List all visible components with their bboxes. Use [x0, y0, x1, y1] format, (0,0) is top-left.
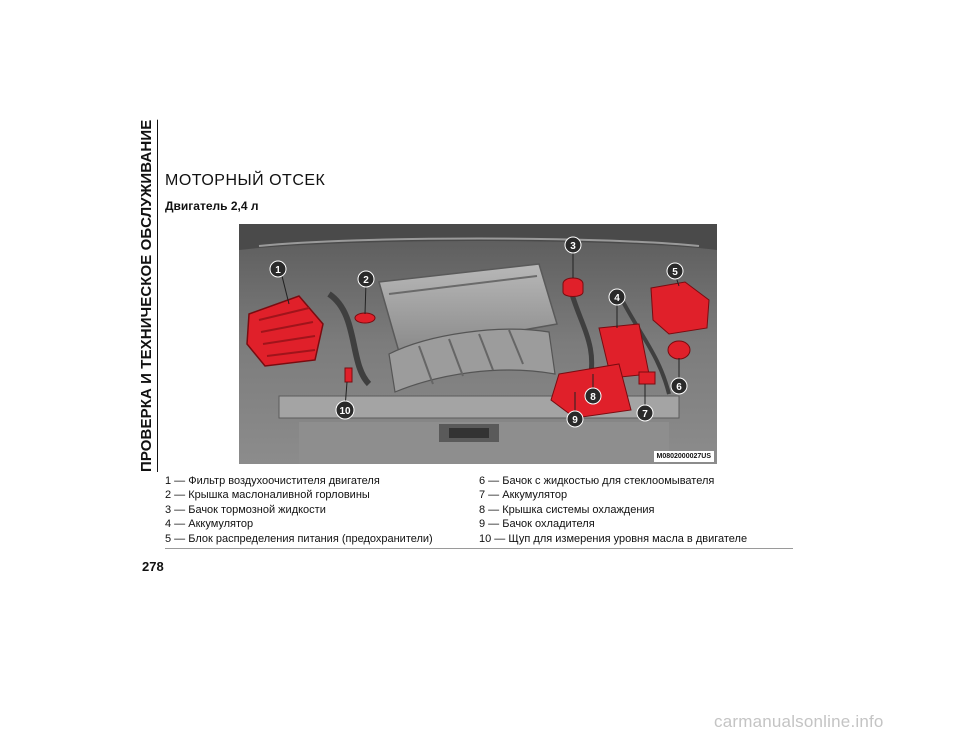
svg-text:3: 3: [570, 241, 576, 252]
legend-item: 7 — Аккумулятор: [479, 489, 568, 502]
legend-item: 5 — Блок распределения питания (предохра…: [165, 532, 433, 545]
callout-7: 7: [636, 404, 654, 422]
svg-text:5: 5: [672, 267, 678, 278]
callout-2: 2: [357, 270, 375, 288]
callout-8: 8: [584, 387, 602, 405]
callout-5: 5: [666, 262, 684, 280]
svg-text:2: 2: [363, 275, 369, 286]
legend-item: 8 — Крышка системы охлаждения: [479, 503, 655, 516]
svg-text:9: 9: [572, 415, 578, 426]
callout-1: 1: [269, 260, 287, 278]
legend-item: 6 — Бачок с жидкостью для стеклоомывател…: [479, 475, 715, 487]
watermark: carmanualsonline.info: [714, 712, 884, 731]
figure-code: M0802000027US: [653, 451, 714, 462]
legend-item: 2 — Крышка маслоналивной горловины: [165, 489, 370, 502]
callout-4: 4: [608, 288, 626, 306]
svg-text:7: 7: [642, 409, 648, 420]
section-title: МОТОРНЫЙ ОТСЕК: [165, 172, 326, 189]
legend-item: 9 — Бачок охладителя: [479, 518, 595, 531]
chapter-side-title: ПРОВЕРКА И ТЕХНИЧЕСКОЕ ОБСЛУЖИВАНИЕ: [138, 119, 155, 472]
svg-text:10: 10: [339, 406, 351, 417]
legend-right-column: 6 — Бачок с жидкостью для стеклоомывател…: [479, 474, 747, 546]
engine-compartment-figure: 1 2 3 4 5 6 7 8: [239, 224, 717, 464]
legend-left-column: 1 — Фильтр воздухоочистителя двигателя 2…: [165, 474, 433, 546]
svg-text:1: 1: [275, 265, 281, 276]
engine-compartment-illustration: 1 2 3 4 5 6 7 8: [239, 224, 717, 464]
svg-text:6: 6: [676, 382, 682, 393]
legend-item: 3 — Бачок тормозной жидкости: [165, 503, 326, 516]
page-number: 278: [142, 559, 164, 574]
legend-item: 10 — Щуп для измерения уровня масла в дв…: [479, 532, 748, 545]
callout-9: 9: [566, 410, 584, 428]
figure-legend: 1 — Фильтр воздухоочистителя двигателя 2…: [165, 474, 793, 549]
svg-text:4: 4: [614, 293, 620, 304]
callout-10: 10: [335, 400, 355, 420]
svg-text:8: 8: [590, 392, 596, 403]
legend-item: 1 — Фильтр воздухоочистителя двигателя: [165, 475, 380, 487]
engine-subtitle: Двигатель 2,4 л: [165, 199, 259, 213]
legend-item: 4 — Аккумулятор: [165, 518, 254, 531]
callout-3: 3: [564, 236, 582, 254]
callout-6: 6: [670, 377, 688, 395]
